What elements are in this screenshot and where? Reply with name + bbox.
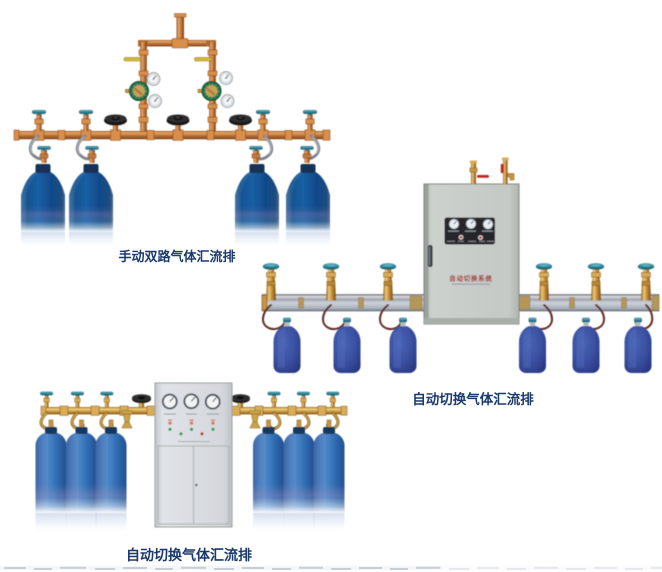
svg-text:自动切换系统: 自动切换系统 [449, 274, 492, 283]
